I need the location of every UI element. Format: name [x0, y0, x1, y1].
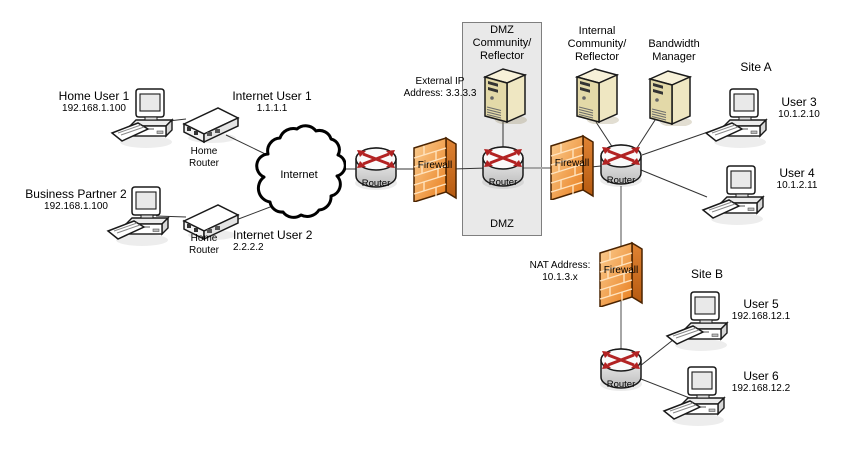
user4-label: User 4 10.1.2.11 — [776, 166, 818, 191]
edge-router-label: Router — [361, 178, 391, 189]
siteb-router-label: Router — [606, 379, 636, 390]
inner-firewall-label: Firewall — [554, 158, 590, 169]
dmz-zone: DMZ — [462, 22, 542, 236]
inner-firewall: Firewall — [549, 132, 595, 200]
home-router2-label: Home Router — [188, 233, 219, 256]
nat-address-label: NAT Address: 10.1.3.x — [529, 260, 591, 283]
server-icon — [484, 68, 527, 124]
desktop-computer-icon — [663, 366, 725, 427]
external-ip-label: External IP Address: 3.3.3.3 — [403, 76, 477, 99]
link-corerouter-user3 — [641, 131, 709, 156]
internet-cloud-label: Internet — [280, 169, 318, 181]
user6-label: User 6 192.168.12.2 — [731, 369, 791, 394]
link-partner2-router — [155, 215, 187, 218]
user5-label: User 5 192.168.12.1 — [731, 297, 791, 322]
internal-reflector-title: Internal Community/ Reflector — [567, 25, 627, 63]
dmz-reflector-server — [483, 64, 527, 124]
server-icon — [649, 70, 692, 126]
site-b-label: Site B — [690, 267, 723, 281]
site-a-label: Site A — [740, 60, 772, 74]
user6-computer — [662, 364, 728, 428]
core-router-label: Router — [606, 175, 636, 186]
dmz-router-label: Router — [488, 177, 518, 188]
siteb-firewall: Firewall — [598, 239, 644, 307]
home-user1-label: Home User 1 192.168.1.100 — [58, 89, 130, 114]
dmz-zone-label: DMZ — [490, 218, 514, 230]
internet-user1-label: Internet User 1 1.1.1.1 — [232, 89, 312, 114]
link-bandwidthmgr-corerouter — [636, 116, 658, 149]
link-sitebrouter-user5 — [639, 335, 679, 367]
edge-router: Router — [354, 145, 398, 193]
home-router1-label: Home Router — [188, 146, 219, 169]
siteb-firewall-label: Firewall — [603, 265, 639, 276]
bandwidth-manager-title: Bandwidth Manager — [648, 38, 700, 63]
link-firewall-dmzrouter — [452, 167, 488, 170]
outer-firewall-label: Firewall — [417, 160, 453, 171]
link-internalreflector-corerouter — [595, 121, 614, 149]
dmz-server-title: DMZ Community/ Reflector — [472, 24, 532, 62]
internet-user2-label: Internet User 2 2.2.2.2 — [233, 228, 313, 253]
dmz-router: Router — [481, 144, 525, 192]
core-router: Router — [599, 142, 643, 190]
siteb-router: Router — [599, 346, 643, 394]
business-partner2-label: Business Partner 2 192.168.1.100 — [25, 187, 127, 212]
link-corerouter-user4 — [640, 169, 708, 198]
user3-label: User 3 10.1.2.10 — [778, 95, 820, 120]
bandwidth-manager-server — [648, 66, 692, 126]
server-icon — [576, 68, 619, 124]
outer-firewall: Firewall — [412, 134, 458, 202]
internal-reflector-server — [575, 64, 619, 124]
internet-cloud: Internet — [254, 116, 346, 224]
